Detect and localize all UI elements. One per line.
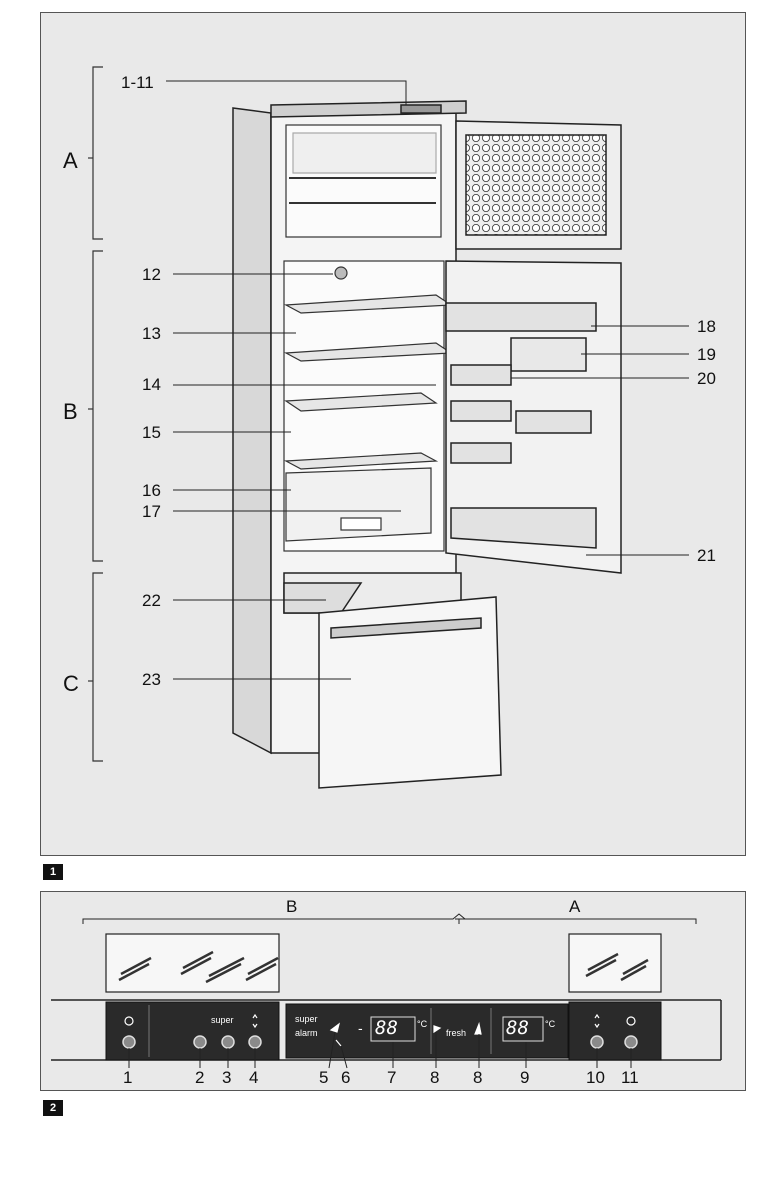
zone-label-b: B: [286, 897, 297, 917]
figure-number-2: 2: [43, 1100, 63, 1116]
callout-12: 12: [142, 265, 161, 285]
callout-15: 15: [142, 423, 161, 443]
callout-20: 20: [697, 369, 716, 389]
button-number-1: 1: [123, 1068, 132, 1088]
callout-23: 23: [142, 670, 161, 690]
figure-1-refrigerator-illustration: A B C 1-11 12 13 14 15 16 17 22 23 18 19…: [40, 12, 746, 856]
zone-brackets: [83, 914, 696, 924]
super-alarm-label-line2: alarm: [295, 1028, 318, 1038]
fresh-label: fresh: [446, 1028, 466, 1038]
dash-label: -: [358, 1020, 363, 1036]
callout-13: 13: [142, 324, 161, 344]
super-label: super: [211, 1015, 234, 1025]
button-number-3: 3: [222, 1068, 231, 1088]
callout-17: 17: [142, 502, 161, 522]
unit-freezer: °C: [545, 1019, 555, 1029]
button-number-6: 6: [341, 1068, 350, 1088]
button-number-2: 2: [195, 1068, 204, 1088]
unit-fridge: °C: [417, 1019, 427, 1029]
button-number-4: 4: [249, 1068, 258, 1088]
callout-14: 14: [142, 375, 161, 395]
button-number-8a: 8: [430, 1068, 439, 1088]
callout-1-11: 1-11: [121, 73, 154, 93]
zone-label-a: A: [569, 897, 580, 917]
figure-number-1: 1: [43, 864, 63, 880]
control-panel-drawing: [41, 892, 745, 1090]
glass-cutaways: [106, 934, 661, 992]
display-freezer: 88: [506, 1017, 529, 1039]
callout-19: 19: [697, 345, 716, 365]
callout-18: 18: [697, 317, 716, 337]
callout-16: 16: [142, 481, 161, 501]
display-fridge: 88: [375, 1017, 398, 1039]
callout-21: 21: [697, 546, 716, 566]
callout-22: 22: [142, 591, 161, 611]
button-number-7: 7: [387, 1068, 396, 1088]
button-number-10: 10: [586, 1068, 605, 1088]
super-alarm-label-line1: super: [295, 1014, 318, 1024]
figure-2-control-panel: B A super super alarm - 88 °C fresh 88 °…: [40, 891, 746, 1091]
button-number-5: 5: [319, 1068, 328, 1088]
button-number-8b: 8: [473, 1068, 482, 1088]
button-number-11: 11: [621, 1068, 639, 1088]
button-number-9: 9: [520, 1068, 529, 1088]
